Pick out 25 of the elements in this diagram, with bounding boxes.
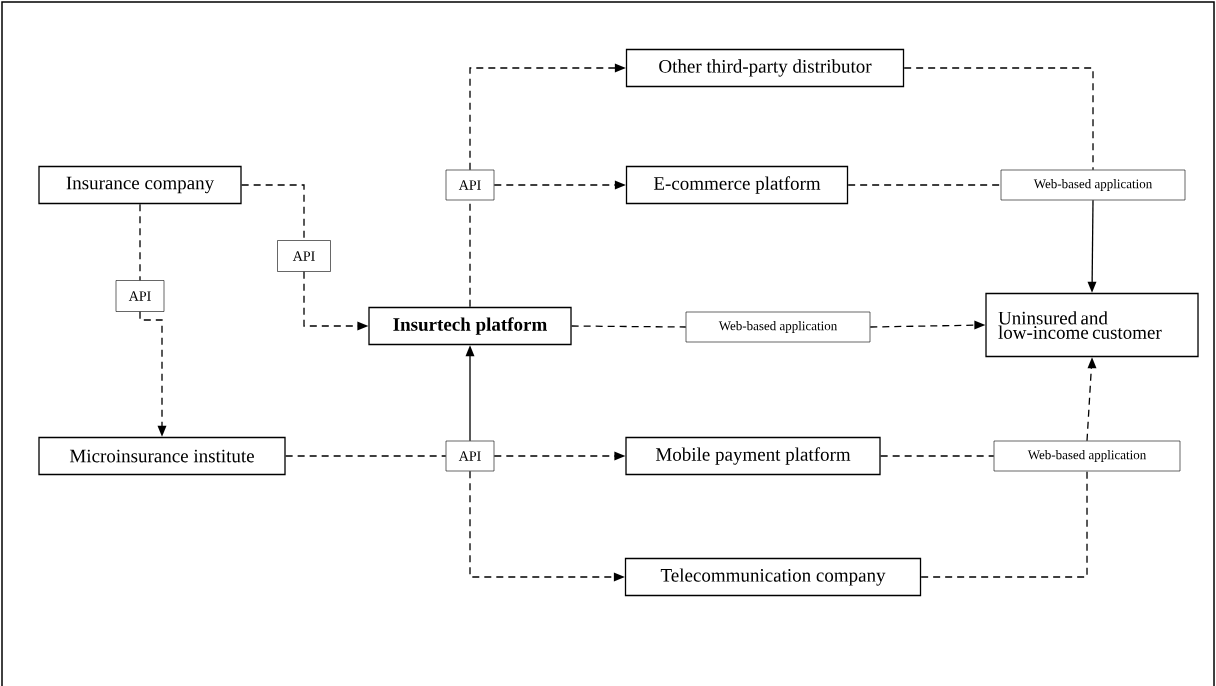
application-box: Web-based application [993,440,1181,472]
arrow [469,470,625,582]
arrow [1087,199,1097,293]
arrow [469,63,626,171]
process-box: Insurance company [38,165,242,205]
process-box: Mobile payment platform [625,436,881,476]
application-box: Web-based application [1000,169,1186,201]
application-box: Web-based application [685,311,871,343]
api-box: API [277,240,331,272]
api-box: API [115,280,165,312]
arrow [465,345,475,442]
arrow [139,311,167,437]
api-box: API [445,169,495,201]
process-box: E-commerce platform [625,165,849,205]
arrow [869,320,986,330]
process-box: Telecommunication company [624,557,922,597]
arrow [1086,357,1097,442]
process-box: Other third-party distributor [625,48,905,88]
process-box: Microinsurance institute [38,436,286,476]
process-box: Insurtech platform [368,306,572,346]
arrow [303,271,369,331]
arrow [493,180,626,190]
process-box: Uninsured and low-income customer [985,292,1199,358]
arrow [493,451,626,461]
api-box: API [445,440,495,472]
